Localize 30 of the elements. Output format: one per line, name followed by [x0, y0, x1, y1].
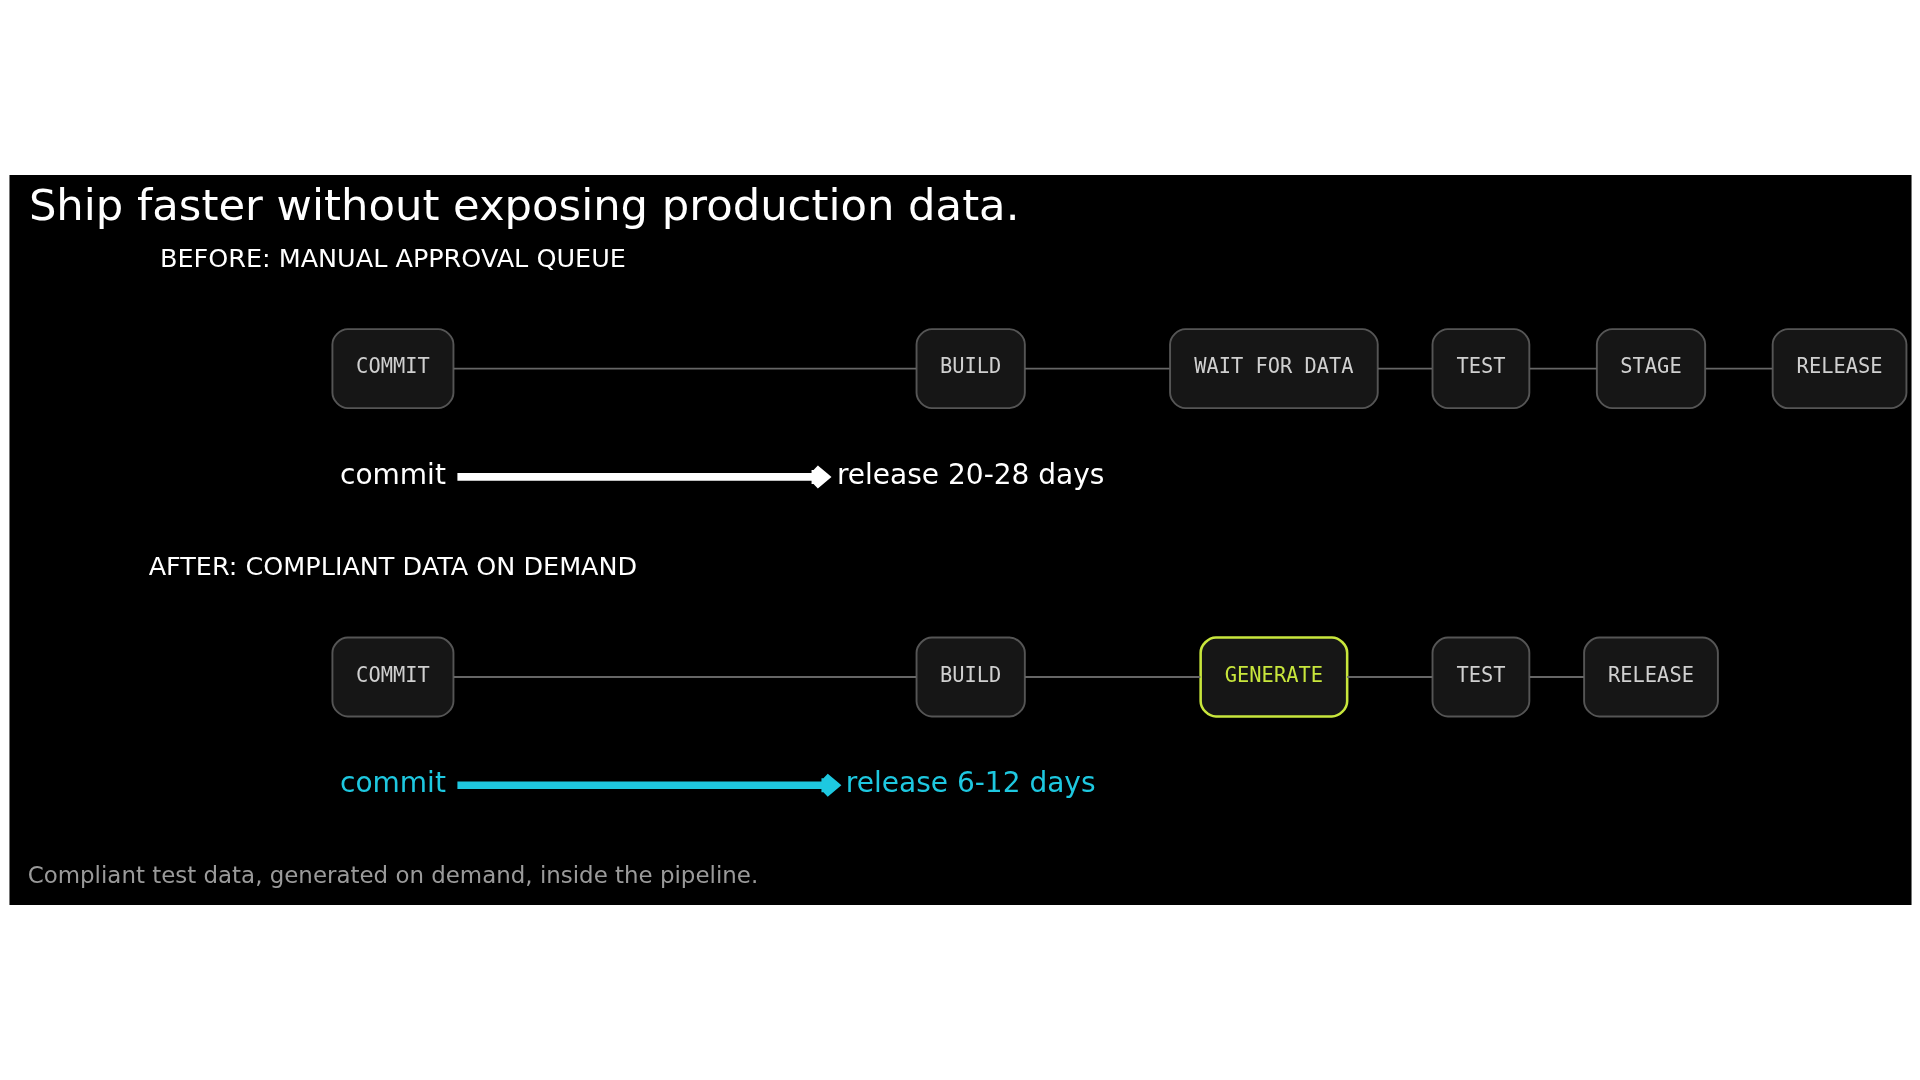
node-box: STAGE: [1595, 328, 1706, 410]
node-text: release 20-28 days: [836, 458, 1104, 492]
arrow: [456, 464, 829, 490]
node-text: commit: [339, 766, 446, 800]
connector: [1528, 676, 1585, 678]
connector: [1528, 367, 1598, 370]
connector: [1023, 367, 1171, 370]
node-box: BUILD: [915, 636, 1026, 718]
node-box: GENERATE: [1198, 636, 1348, 718]
node-box: COMMIT: [330, 328, 454, 410]
node-text: release 6-12 days: [845, 766, 1096, 800]
connector: [1023, 676, 1201, 678]
connector: [452, 367, 917, 370]
connector: [1345, 676, 1433, 678]
node-box: TEST: [1431, 636, 1530, 718]
node-box: RELEASE: [1771, 328, 1907, 410]
node-box: TEST: [1431, 328, 1530, 410]
node-box: RELEASE: [1582, 636, 1719, 718]
connector: [1376, 367, 1433, 370]
connector: [452, 676, 917, 678]
node-box: BUILD: [915, 328, 1026, 410]
label: BEFORE: MANUAL APPROVAL QUEUE: [159, 242, 626, 273]
node-box: COMMIT: [330, 636, 454, 718]
connector: [1704, 367, 1773, 370]
node-text: commit: [339, 458, 446, 492]
diagram-title: Ship faster without exposing production data.: [28, 179, 1019, 230]
label: Compliant test data, generated on demand, inside the pipeline.: [27, 861, 758, 888]
label: AFTER: COMPLIANT DATA ON DEMAND: [148, 551, 637, 582]
node-box: WAIT FOR DATA: [1168, 328, 1379, 410]
arrow: [456, 772, 839, 798]
